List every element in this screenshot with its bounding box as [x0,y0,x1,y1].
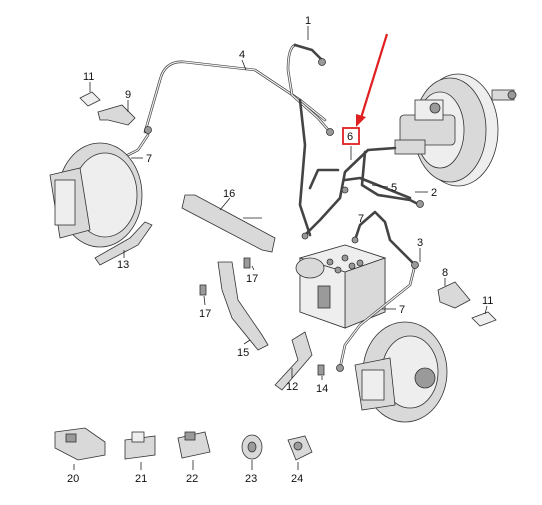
bracket-15 [217,261,269,351]
bracket-8 [437,281,471,309]
abs-hydraulic-unit [295,244,387,329]
callout-9: 9 [125,89,131,101]
brake-pipes [83,43,424,372]
callout-15: 15 [237,347,249,359]
callout-24: 24 [291,473,303,485]
bracket-9 [97,104,136,126]
bolt-14 [317,364,325,376]
bolt-17-upper [243,257,251,269]
clip-11-right [471,311,497,327]
callout-20: 20 [67,473,79,485]
callout-8: 8 [442,267,448,279]
callout-22: 22 [186,473,198,485]
highlight-arrow [356,33,389,127]
callout-7-right: 7 [399,304,405,316]
callout-13: 13 [117,259,129,271]
callout-7-left: 7 [146,153,152,165]
highlight-box [342,127,360,145]
callout-4: 4 [239,49,245,61]
clip-22 [177,431,211,459]
callout-6: 6 [347,131,353,143]
callout-12: 12 [286,381,298,393]
leader-lines [73,26,488,470]
callout-11-right: 11 [482,295,493,307]
bracket-16 [181,194,276,253]
bracket-12 [274,331,313,391]
callout-2: 2 [431,187,437,199]
callout-7-center: 7 [358,213,364,225]
clip-20 [54,427,106,461]
callout-11-left: 11 [83,71,94,83]
callout-14: 14 [316,383,328,395]
bracket-13 [94,221,153,266]
callout-23: 23 [245,473,257,485]
grommet-23 [241,434,263,460]
callout-21: 21 [135,473,147,485]
callout-1: 1 [305,15,311,27]
clip-21 [124,431,156,460]
callout-17-lower: 17 [199,308,211,320]
callout-5: 5 [391,182,397,194]
damper-24 [287,435,313,461]
front-left-brake-assembly [49,142,143,248]
callout-17-upper: 17 [246,273,258,285]
bolt-17-lower [199,284,207,296]
clip-11-left [79,91,101,107]
brake-booster [394,73,517,187]
rear-right-brake-assembly [354,321,448,423]
callout-16: 16 [223,188,235,200]
callout-3: 3 [417,237,423,249]
